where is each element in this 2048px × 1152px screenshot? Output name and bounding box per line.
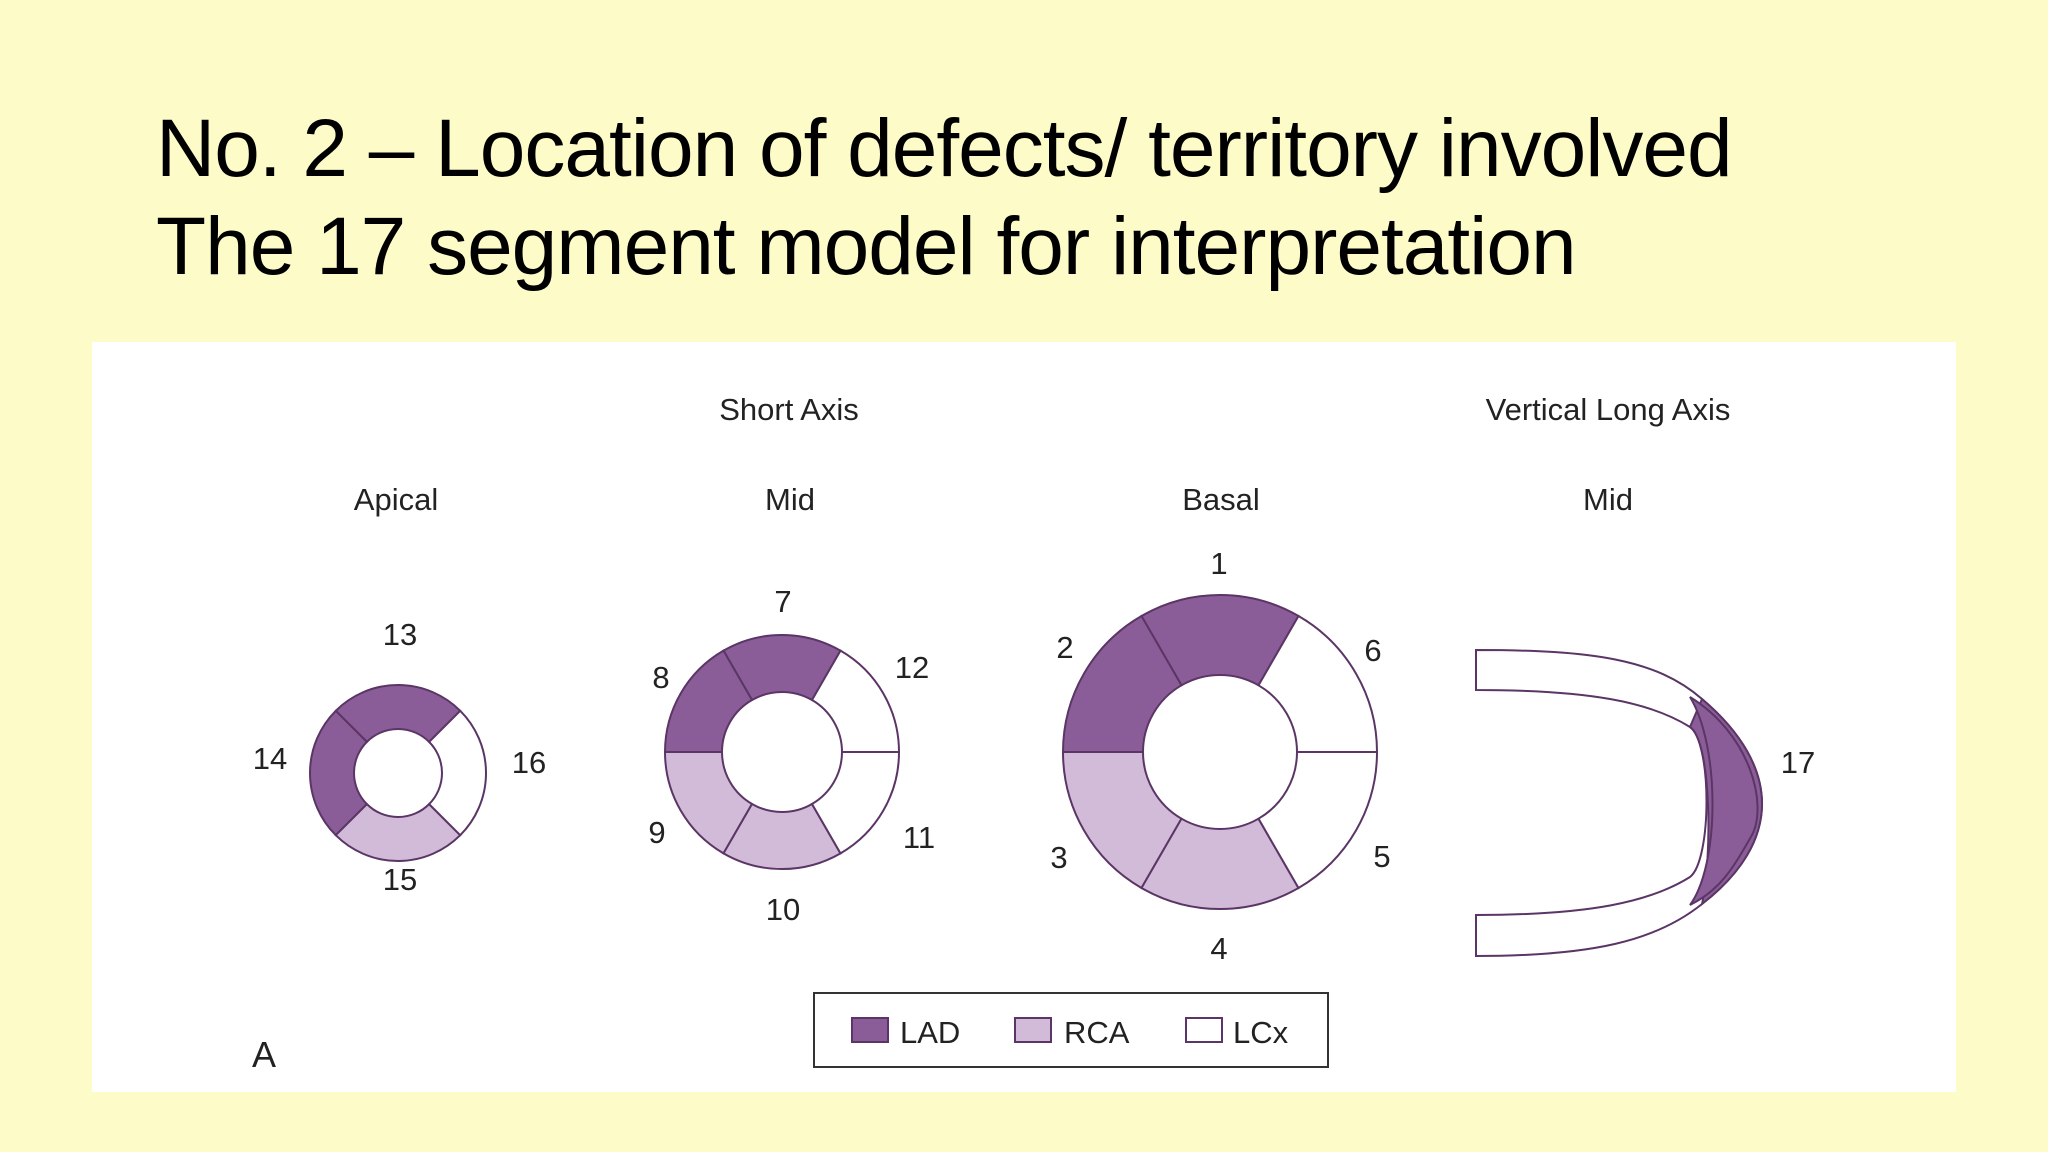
header-mid: Mid <box>765 482 815 517</box>
segment-6 <box>1257 614 1379 753</box>
header-basal: Basal <box>1182 482 1260 517</box>
header-apical: Apical <box>354 482 438 517</box>
segment-label-4: 4 <box>1210 931 1227 966</box>
segment-16 <box>427 709 487 837</box>
legend-swatch-lcx <box>1185 1017 1223 1043</box>
figure-panel: Short Axis Vertical Long Axis Apical Mid… <box>92 342 1956 1092</box>
legend-swatch-lad <box>851 1017 889 1043</box>
segment-label-15: 15 <box>383 862 417 897</box>
legend-frame <box>813 992 1329 1068</box>
segment-label-9: 9 <box>648 815 665 850</box>
segment-label-1: 1 <box>1210 546 1227 581</box>
legend-swatch-rca <box>1014 1017 1052 1043</box>
segment-label-17: 17 <box>1781 745 1815 780</box>
title-line-2: The 17 segment model for interpretation <box>156 201 1577 292</box>
segment-label-11: 11 <box>903 820 935 855</box>
segment-label-13: 13 <box>383 617 417 652</box>
segment-label-7: 7 <box>774 584 791 619</box>
segment-label-3: 3 <box>1050 840 1067 875</box>
header-vla-mid: Mid <box>1583 482 1633 517</box>
segment-label-5: 5 <box>1373 839 1390 874</box>
segment-label-2: 2 <box>1056 630 1073 665</box>
segment-17-fill <box>1689 696 1759 906</box>
header-short-axis: Short Axis <box>719 392 859 427</box>
legend-label-lad: LAD <box>900 1015 960 1050</box>
segment-12 <box>810 649 901 753</box>
segment-15 <box>334 802 462 862</box>
title-line-1: No. 2 – Location of defects/ territory i… <box>156 103 1733 194</box>
segment-label-6: 6 <box>1364 633 1381 668</box>
legend: LAD RCA LCx <box>813 992 1329 1068</box>
segment-label-8: 8 <box>652 660 669 695</box>
segment-14 <box>309 709 369 837</box>
slide-title: No. 2 – Location of defects/ territory i… <box>156 100 1733 296</box>
seventeen-segment-diagram: Short Axis Vertical Long Axis Apical Mid… <box>252 392 1815 1075</box>
segment-label-14: 14 <box>253 741 287 776</box>
segment-13 <box>334 684 462 744</box>
segment-label-12: 12 <box>895 650 929 685</box>
legend-label-rca: RCA <box>1064 1015 1130 1050</box>
legend-label-lcx: LCx <box>1233 1015 1289 1050</box>
segment-label-10: 10 <box>766 892 800 927</box>
bullseye-rings <box>309 594 1379 910</box>
header-vertical-long-axis: Vertical Long Axis <box>1486 392 1731 427</box>
segment-label-16: 16 <box>512 745 546 780</box>
panel-letter: A <box>252 1034 276 1075</box>
